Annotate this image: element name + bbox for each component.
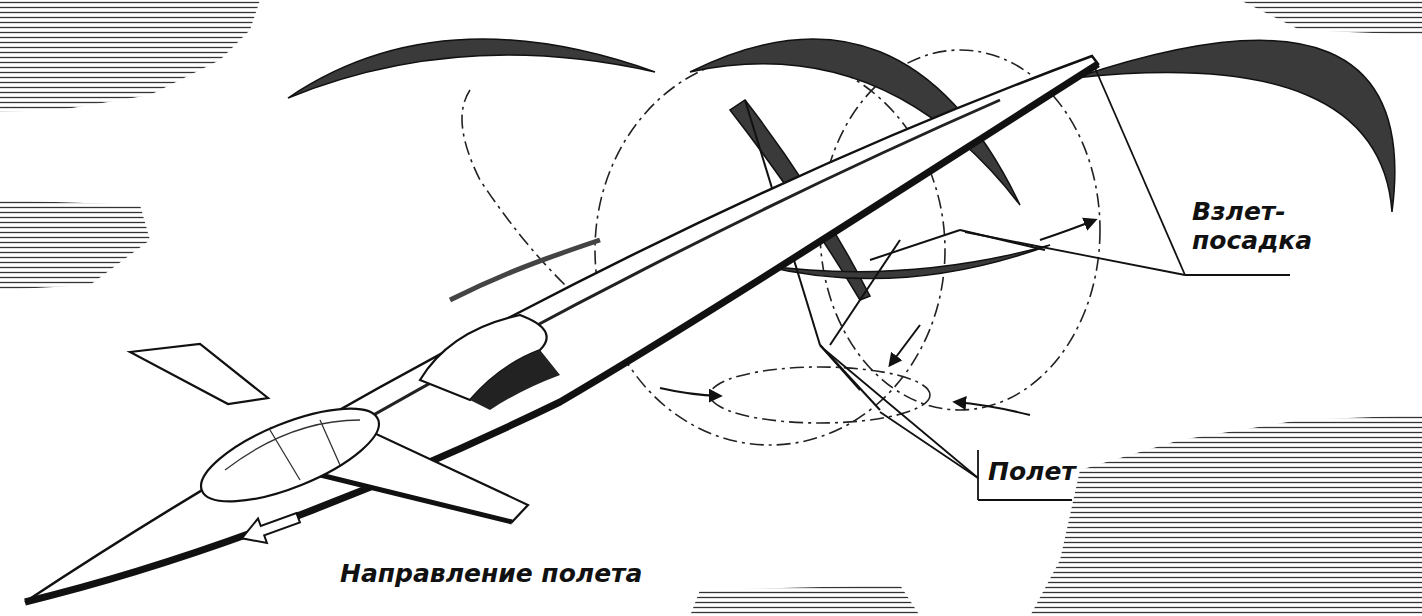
mode-label: Взлет-посадка	[1192, 198, 1322, 256]
mode-label: Полет	[988, 458, 1076, 487]
direction-label: Направление полета	[340, 560, 642, 589]
engine-intake	[420, 315, 560, 410]
fuselage	[25, 56, 1098, 602]
canopy	[190, 390, 390, 521]
direction-arrow	[237, 506, 302, 551]
leader-line	[825, 68, 1290, 500]
